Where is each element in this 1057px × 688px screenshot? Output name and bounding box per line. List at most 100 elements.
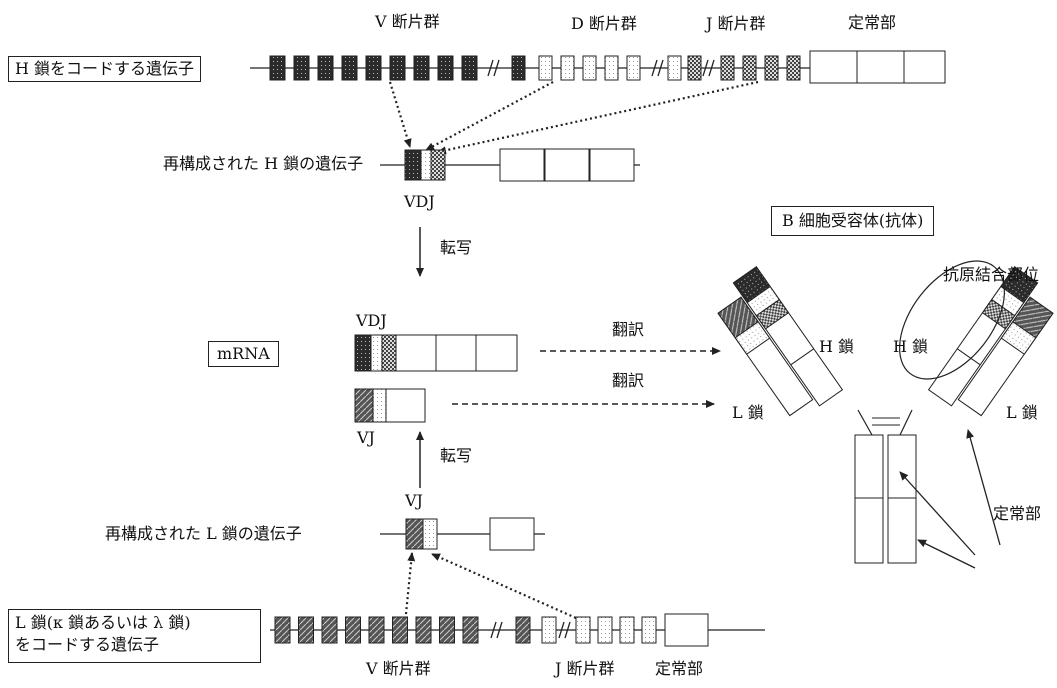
vj-label-2: VJ: [405, 491, 423, 510]
h-d-segment: [626, 55, 641, 81]
rearranged-l-gene: [380, 517, 545, 551]
rearranged-h-c1: [499, 148, 545, 182]
h-j-segment: [786, 55, 801, 81]
stem-right: [887, 434, 917, 564]
l-break-2: [558, 621, 571, 639]
rearranged-h-d: [420, 149, 432, 181]
h-v-segment: [389, 55, 406, 81]
h-gene-box: H 鎖をコードする遺伝子: [8, 56, 202, 82]
b-cell-receptor-box: B 細胞受容体(抗体): [771, 206, 935, 236]
h-j-segments: [720, 55, 801, 81]
l-chain-left-label: L 鎖: [732, 403, 764, 422]
h-d-segment: [582, 55, 597, 81]
rearranged-h-c2: [544, 148, 590, 182]
l-chain-right-label: L 鎖: [1006, 403, 1038, 422]
rearranged-h-gene: [380, 148, 640, 182]
h-break-1: [487, 59, 500, 77]
vdj-label-1: VDJ: [404, 192, 435, 211]
h-chain-gene: [250, 50, 946, 84]
j-segments-h-label: J 断片群: [706, 14, 766, 33]
antigen-binding-site-label: 抗原結合部位: [943, 265, 1040, 284]
rearranged-h-v: [404, 149, 422, 181]
vdj-label-2: VDJ: [356, 311, 387, 330]
h-d-segments: [538, 55, 641, 81]
l-j-segments: [575, 616, 657, 644]
mrna-box: mRNA: [208, 341, 279, 367]
v-segments-h-label: V 断片群: [375, 12, 440, 31]
h-v-segment: [413, 55, 430, 81]
mrna-label: mRNA: [217, 344, 270, 363]
l-v-segment: [321, 616, 338, 644]
l-j-segment: [575, 616, 591, 644]
constant-h-label: 定常部: [848, 13, 897, 32]
transcription-label-1: 転写: [440, 238, 473, 257]
rearranged-h-c3: [589, 148, 635, 182]
antigen-binding-site-ellipse: [898, 260, 1006, 380]
h-v-segment: [365, 55, 382, 81]
l-v-segment: [415, 616, 432, 644]
translation-label-1: 翻訳: [612, 320, 645, 339]
antibody: [717, 260, 1054, 569]
h-v-segment-last: [511, 55, 526, 81]
rearranged-h-label: 再構成された H 鎖の遺伝子: [163, 154, 364, 173]
vj-label-1: VJ: [357, 428, 375, 447]
h-d-segment: [538, 55, 553, 81]
constant-region-label: 定常部: [993, 504, 1042, 523]
l-j-segment: [641, 616, 657, 644]
stem-left: [854, 434, 884, 564]
l-v-segment: [392, 616, 408, 644]
h-d-segment-last: [667, 55, 682, 81]
h-d-segment: [604, 55, 619, 81]
l-j-segment: [597, 616, 613, 644]
h-j-segment: [764, 55, 779, 81]
l-gene-label-2: をコードする遺伝子: [15, 635, 160, 654]
h-v-segment: [293, 55, 310, 81]
l-v-segment: [274, 616, 291, 644]
transcription-label-2: 転写: [440, 446, 473, 465]
b-cell-receptor-label: B 細胞受容体(抗体): [782, 211, 924, 230]
h-j-segment: [720, 55, 735, 81]
l-v-segment: [298, 616, 314, 644]
h-v-segment: [461, 55, 478, 81]
h-break-2: [651, 59, 664, 77]
mrna-l: [354, 388, 426, 423]
l-break-1: [490, 621, 503, 639]
h-constant-3: [903, 50, 946, 84]
h-v-segment: [437, 55, 454, 81]
j-segments-l-label: J 断片群: [555, 659, 615, 678]
arm-left: [717, 266, 844, 417]
constant-l-label: 定常部: [655, 659, 704, 678]
d-segments-label: D 断片群: [571, 14, 637, 33]
l-v-segments: [274, 616, 479, 644]
l-j-segment: [619, 616, 635, 644]
translation-label-2: 翻訳: [612, 371, 645, 390]
mrna-h: [354, 334, 518, 372]
constant-pointer-1: [966, 429, 1001, 546]
h-v-segment: [269, 55, 286, 81]
rearranged-l-label: 再構成された L 鎖の遺伝子: [105, 524, 302, 543]
h-v-segment: [317, 55, 334, 81]
h-j-segment: [742, 55, 757, 81]
constant-pointer-2: [899, 471, 976, 556]
h-j-segment-first: [687, 55, 702, 81]
l-v-segment: [368, 616, 385, 644]
l-v-segment: [462, 616, 479, 644]
h-constant-2: [856, 50, 905, 84]
l-chain-gene: [270, 613, 765, 647]
constant-pointer-3: [917, 539, 976, 569]
h-v-segment: [341, 55, 358, 81]
h-gene-label: H 鎖をコードする遺伝子: [15, 59, 195, 78]
arm-right: [927, 266, 1054, 417]
h-v-segments: [269, 55, 478, 81]
h-constant-1: [809, 50, 858, 84]
h-break-3: [702, 59, 715, 77]
l-gene-box: L 鎖(κ 鎖あるいは λ 鎖) をコードする遺伝子: [8, 609, 261, 663]
h-chain-right-label: H 鎖: [893, 337, 929, 356]
l-v-segment: [345, 616, 361, 644]
l-rearrangement-arrows: [403, 552, 586, 625]
rearranged-h-j: [430, 149, 446, 181]
l-v-segment: [439, 616, 455, 644]
h-d-segment: [560, 55, 575, 81]
